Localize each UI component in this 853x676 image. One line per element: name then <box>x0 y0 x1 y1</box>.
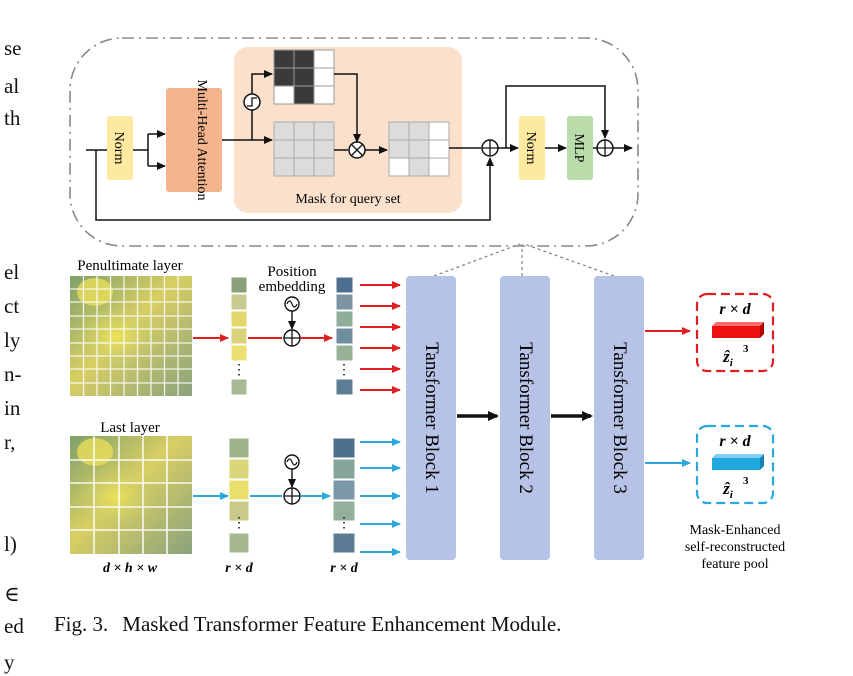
attention-map-grid <box>273 121 335 177</box>
transformer-block-2 <box>500 276 550 560</box>
image-dims-label: d × h × w <box>103 561 158 576</box>
figure-caption-text: Masked Transformer Feature Enhancement M… <box>122 612 562 636</box>
transformer-detail-frame <box>69 37 639 247</box>
blue-feature-bar <box>712 454 764 470</box>
last-layer-token-column <box>228 437 250 554</box>
text-fragment: in <box>4 396 21 420</box>
text-fragment: al <box>4 74 20 98</box>
feature-pool-label-line-1: Mask-Enhanced <box>690 523 781 538</box>
norm-box-2 <box>519 116 545 180</box>
mlp-label: MLP <box>571 134 586 163</box>
red-output-superscript: 3 <box>743 343 749 355</box>
text-fragment: th <box>4 106 21 130</box>
transformer-block-3-label: Tansformer Block 3 <box>609 342 630 494</box>
text-fragment: r, <box>4 430 16 454</box>
penultimate-embedded-column <box>335 276 354 396</box>
token-dims-label-2: r × d <box>330 561 358 576</box>
text-fragment: el <box>4 260 20 284</box>
transformer-block-2-label: Tansformer Block 2 <box>515 342 536 494</box>
text-fragment: se <box>4 36 22 60</box>
blue-output-dims: r × d <box>719 433 751 450</box>
attention-label: Multi-Head Attention <box>194 80 209 201</box>
figure-caption: Fig. 3. Masked Transformer Feature Enhanc… <box>54 612 561 637</box>
token-dims-label-1: r × d <box>225 561 253 576</box>
norm-box-1 <box>107 116 133 180</box>
feature-pool-label-line-2: self-reconstructed <box>685 540 785 555</box>
last-layer-bird-image <box>70 436 192 554</box>
blue-output-symbol: ẑi <box>722 479 734 501</box>
transformer-block-1 <box>406 276 456 560</box>
text-fragment: n- <box>4 362 22 386</box>
figure-caption-label: Fig. 3. <box>54 612 109 636</box>
text-fragment: y <box>4 650 15 674</box>
text-fragment: l) <box>4 532 17 556</box>
mask-label: Mask for query set <box>295 192 400 207</box>
last-layer-token-ellipsis: ⋮ <box>232 516 246 531</box>
norm-label-1: Norm <box>111 132 126 165</box>
text-fragment: ct <box>4 294 20 318</box>
transformer-block-3 <box>594 276 644 560</box>
last-layer-embedded-column <box>332 437 356 554</box>
blue-output-box <box>695 424 775 505</box>
text-fragment: ∈ <box>4 582 20 606</box>
red-feature-bar <box>712 322 764 338</box>
red-output-box <box>695 292 775 373</box>
feature-pool-label-line-3: feature pool <box>701 557 768 572</box>
penultimate-bird-image <box>70 276 192 396</box>
transformer-block-1-label: Tansformer Block 1 <box>421 342 442 494</box>
red-output-symbol: ẑi <box>722 347 734 369</box>
masked-attention-grid <box>388 121 450 177</box>
multi-head-attention-box <box>166 88 222 192</box>
text-fragment: ly <box>4 328 21 352</box>
penultimate-token-column <box>230 276 248 396</box>
red-output-dims: r × d <box>719 301 751 318</box>
binary-mask-grid <box>273 49 335 105</box>
penultimate-layer-label: Penultimate layer <box>77 258 182 274</box>
last-layer-embedded-ellipsis: ⋮ <box>337 516 351 531</box>
penultimate-embedded-ellipsis: ⋮ <box>337 363 351 378</box>
norm-label-2: Norm <box>523 132 538 165</box>
penultimate-token-ellipsis: ⋮ <box>232 363 246 378</box>
last-layer-label: Last layer <box>100 420 160 436</box>
text-fragment: ed <box>4 614 24 638</box>
blue-output-superscript: 3 <box>743 475 749 487</box>
mlp-box <box>567 116 593 180</box>
